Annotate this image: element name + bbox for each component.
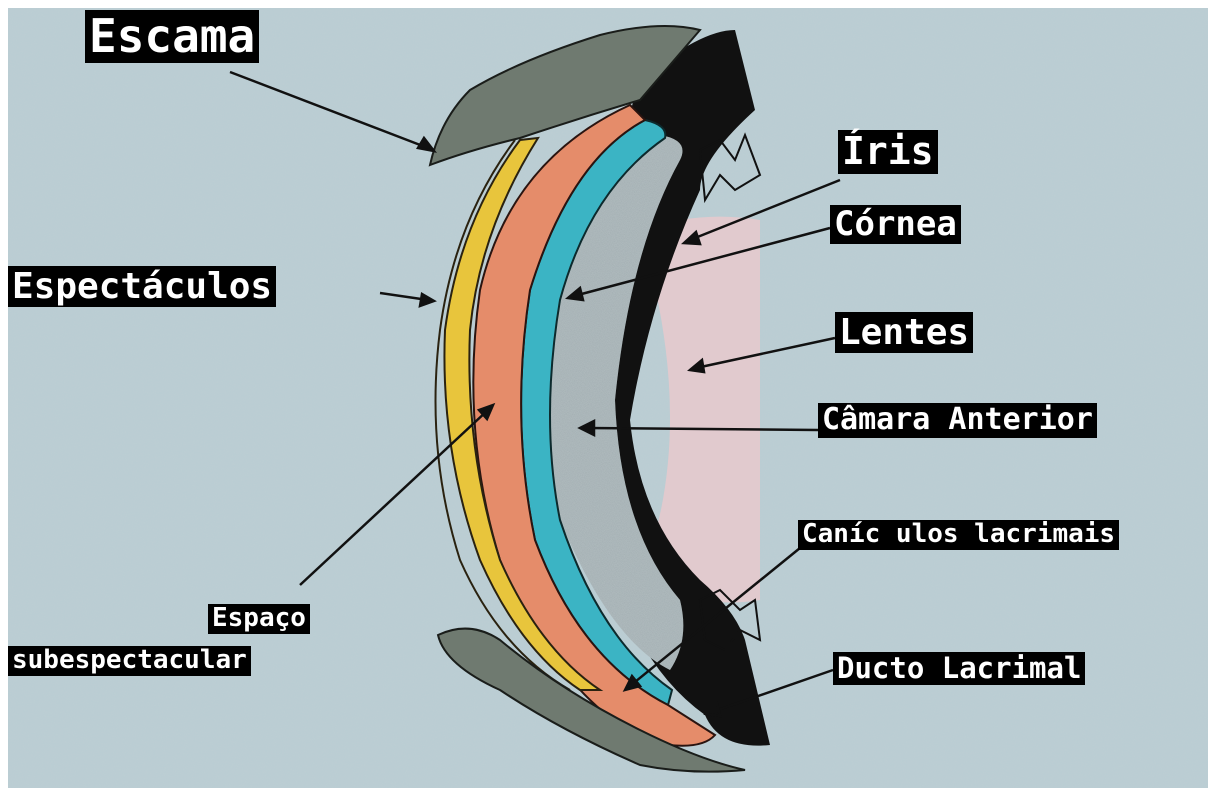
label-espectaculos: Espectáculos (8, 266, 276, 307)
label-lentes: Lentes (835, 312, 973, 353)
label-camara-anterior: Câmara Anterior (818, 403, 1097, 438)
label-espaco-line1: Espaço (208, 604, 310, 634)
label-ducto-lacrimal: Ducto Lacrimal (833, 652, 1085, 685)
label-iris: Íris (838, 130, 938, 174)
label-caniculos-lacrimais: Caníc ulos lacrimais (798, 520, 1119, 550)
label-espaco-line2: subespectacular (8, 646, 251, 676)
label-cornea: Córnea (830, 205, 961, 244)
label-escama: Escama (85, 10, 259, 63)
